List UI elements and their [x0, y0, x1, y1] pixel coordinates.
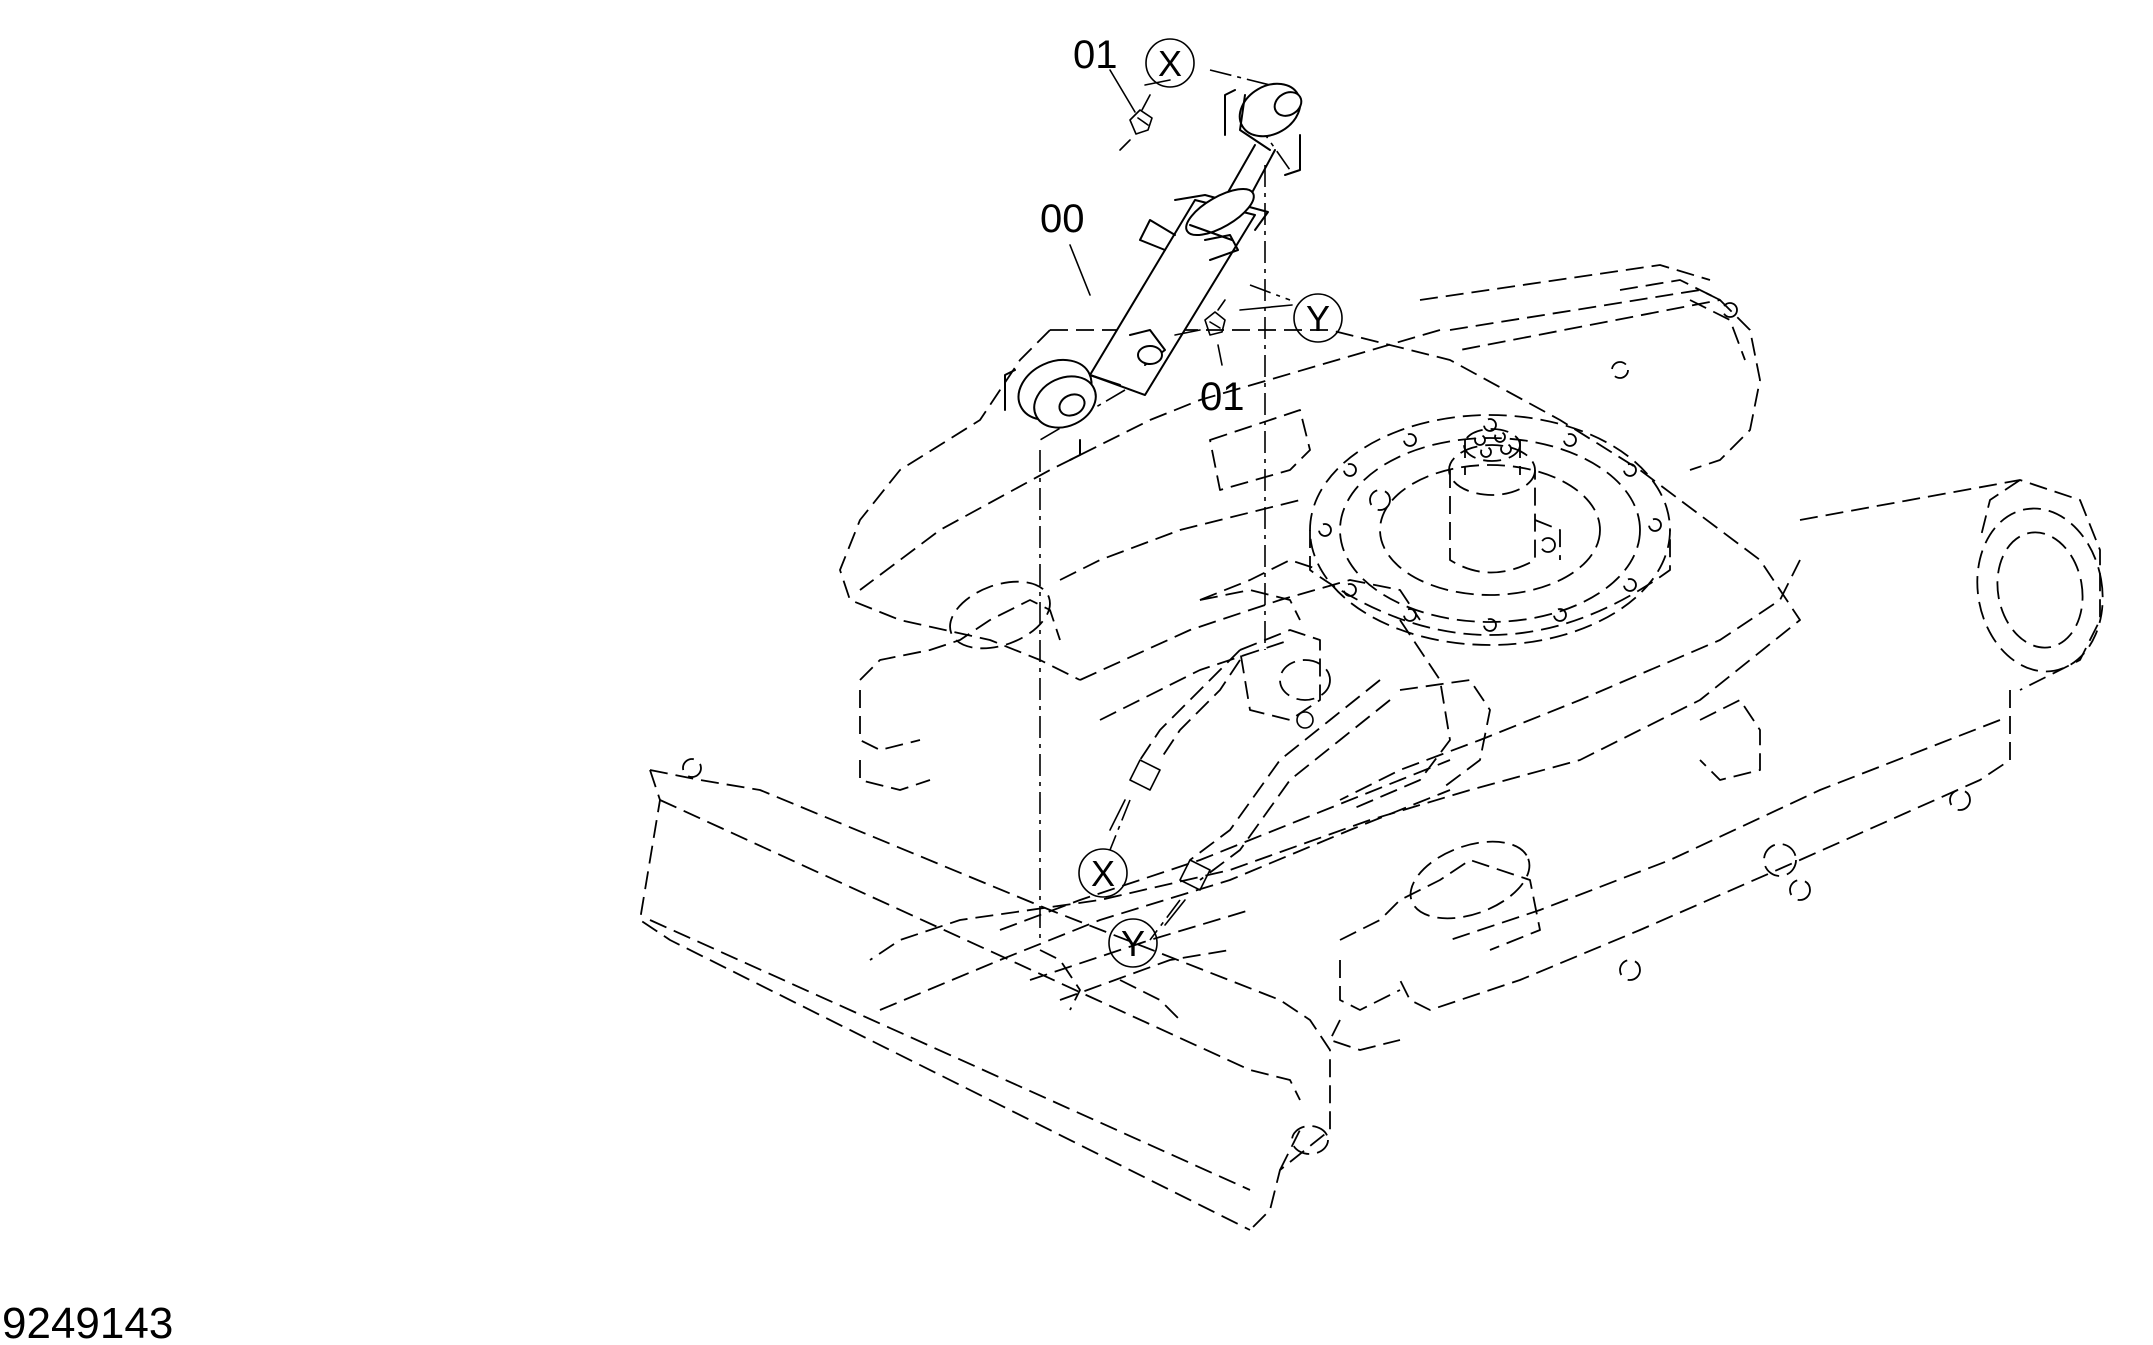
slew-ring — [1309, 414, 1671, 646]
center-joint — [1448, 428, 1561, 574]
grease-fitting-top — [1119, 94, 1153, 151]
dozer-blade — [639, 758, 1331, 1231]
marker-x-top-letter: X — [1158, 43, 1182, 84]
callout-01-top: 01 — [1073, 33, 1118, 77]
drawing-number: 9249143 — [2, 1299, 173, 1345]
marker-y-top-letter: Y — [1306, 298, 1330, 339]
marker-x-top: X — [1145, 38, 1195, 88]
undercarriage-frame — [839, 264, 2104, 1051]
marker-x-bottom: X — [1078, 848, 1128, 898]
grease-fitting-bottom — [1174, 299, 1226, 336]
callout-00: 00 — [1040, 197, 1085, 241]
marker-x-bottom-letter: X — [1091, 853, 1115, 894]
marker-y-top: Y — [1293, 293, 1343, 343]
hydraulic-hoses — [1129, 629, 1391, 891]
hydraulic-cylinder — [1004, 82, 1303, 461]
marker-y-bottom: Y — [1108, 918, 1158, 968]
marker-y-bottom-letter: Y — [1121, 923, 1145, 964]
callout-01-bottom: 01 — [1200, 375, 1245, 419]
